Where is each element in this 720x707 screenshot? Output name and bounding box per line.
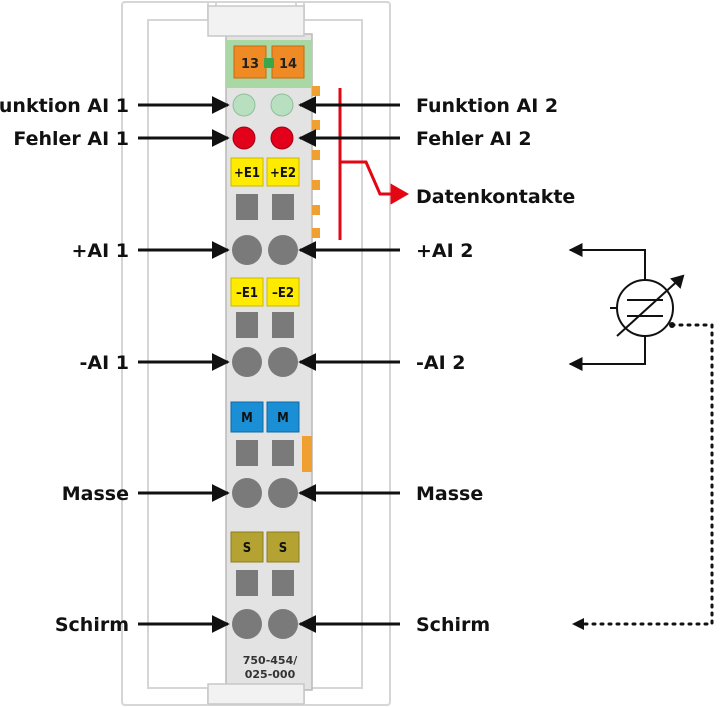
shield-dotted-connection	[580, 323, 714, 626]
wire-entry-masse	[232, 478, 298, 508]
tag-minus-e1-text: –E1	[236, 286, 258, 301]
tag-m1	[230, 401, 264, 433]
tag-plus-e1-text: +E1	[234, 166, 260, 181]
tag-s1	[230, 531, 264, 563]
shield-arrow-head	[572, 618, 584, 630]
tag-minus-e1	[230, 277, 264, 307]
tag-m2-text: M	[277, 411, 289, 426]
wire-entry-plus	[232, 235, 298, 265]
label-schirm-left: Schirm	[55, 614, 129, 636]
wire-entry-schirm	[232, 609, 298, 639]
sensor-wiring	[568, 243, 646, 371]
label-funktion-ai1: Funktion AI 1	[0, 95, 129, 117]
label-masse-left: Masse	[62, 483, 129, 505]
tag-minus-e2	[266, 277, 300, 307]
release-slot	[272, 312, 294, 338]
terminal-module: 13 14 +E1 +E2 –E1 –E2	[207, 5, 313, 705]
led-funktion-ai2	[270, 93, 294, 117]
label-fehler-ai1: Fehler AI 1	[13, 128, 129, 150]
release-slot	[272, 194, 294, 220]
label-masse-right: Masse	[416, 483, 483, 505]
label-funktion-ai2: Funktion AI 2	[416, 95, 558, 117]
tag-plus-e2-text: +E2	[270, 166, 296, 181]
part-number-line2: 025-000	[245, 668, 296, 681]
bottom-latch	[207, 683, 305, 705]
tag-s2	[266, 531, 300, 563]
shield-dot	[669, 322, 675, 328]
release-slot	[236, 194, 258, 220]
connector-13-label: 13	[241, 57, 259, 72]
tag-plus-e2	[266, 157, 300, 187]
label-plus-ai1: +AI 1	[71, 240, 129, 262]
tag-plus-e1	[230, 157, 264, 187]
right-arrows	[298, 96, 400, 633]
tag-s2-text: S	[279, 541, 287, 556]
top-latch	[207, 5, 305, 37]
part-number-line1: 750-454/	[243, 654, 298, 667]
left-arrows	[138, 96, 230, 633]
led-fehler-ai2	[270, 126, 294, 150]
release-slot	[272, 440, 294, 466]
connector-14-label: 14	[279, 57, 297, 72]
led-fehler-ai1	[232, 126, 256, 150]
tag-minus-e2-text: –E2	[272, 286, 294, 301]
power-contact	[302, 436, 312, 472]
wire-entry-minus	[232, 347, 298, 377]
label-minus-ai2: -AI 2	[416, 352, 466, 374]
release-slot	[272, 570, 294, 596]
datenkontakte-arrow	[338, 88, 410, 240]
potentiometer-symbol	[610, 274, 685, 337]
led-funktion-ai1	[232, 93, 256, 117]
label-minus-ai1: -AI 1	[80, 352, 130, 374]
connector-bridge	[264, 58, 274, 68]
tag-m1-text: M	[241, 411, 253, 426]
label-plus-ai2: +AI 2	[416, 240, 474, 262]
release-slot	[236, 570, 258, 596]
label-fehler-ai2: Fehler AI 2	[416, 128, 532, 150]
release-slot	[236, 440, 258, 466]
datenkontakte-label: Datenkontakte	[416, 186, 575, 208]
tag-m2	[266, 401, 300, 433]
release-slot	[236, 312, 258, 338]
data-contacts	[312, 86, 320, 238]
tag-s1-text: S	[243, 541, 251, 556]
label-schirm-right: Schirm	[416, 614, 490, 636]
